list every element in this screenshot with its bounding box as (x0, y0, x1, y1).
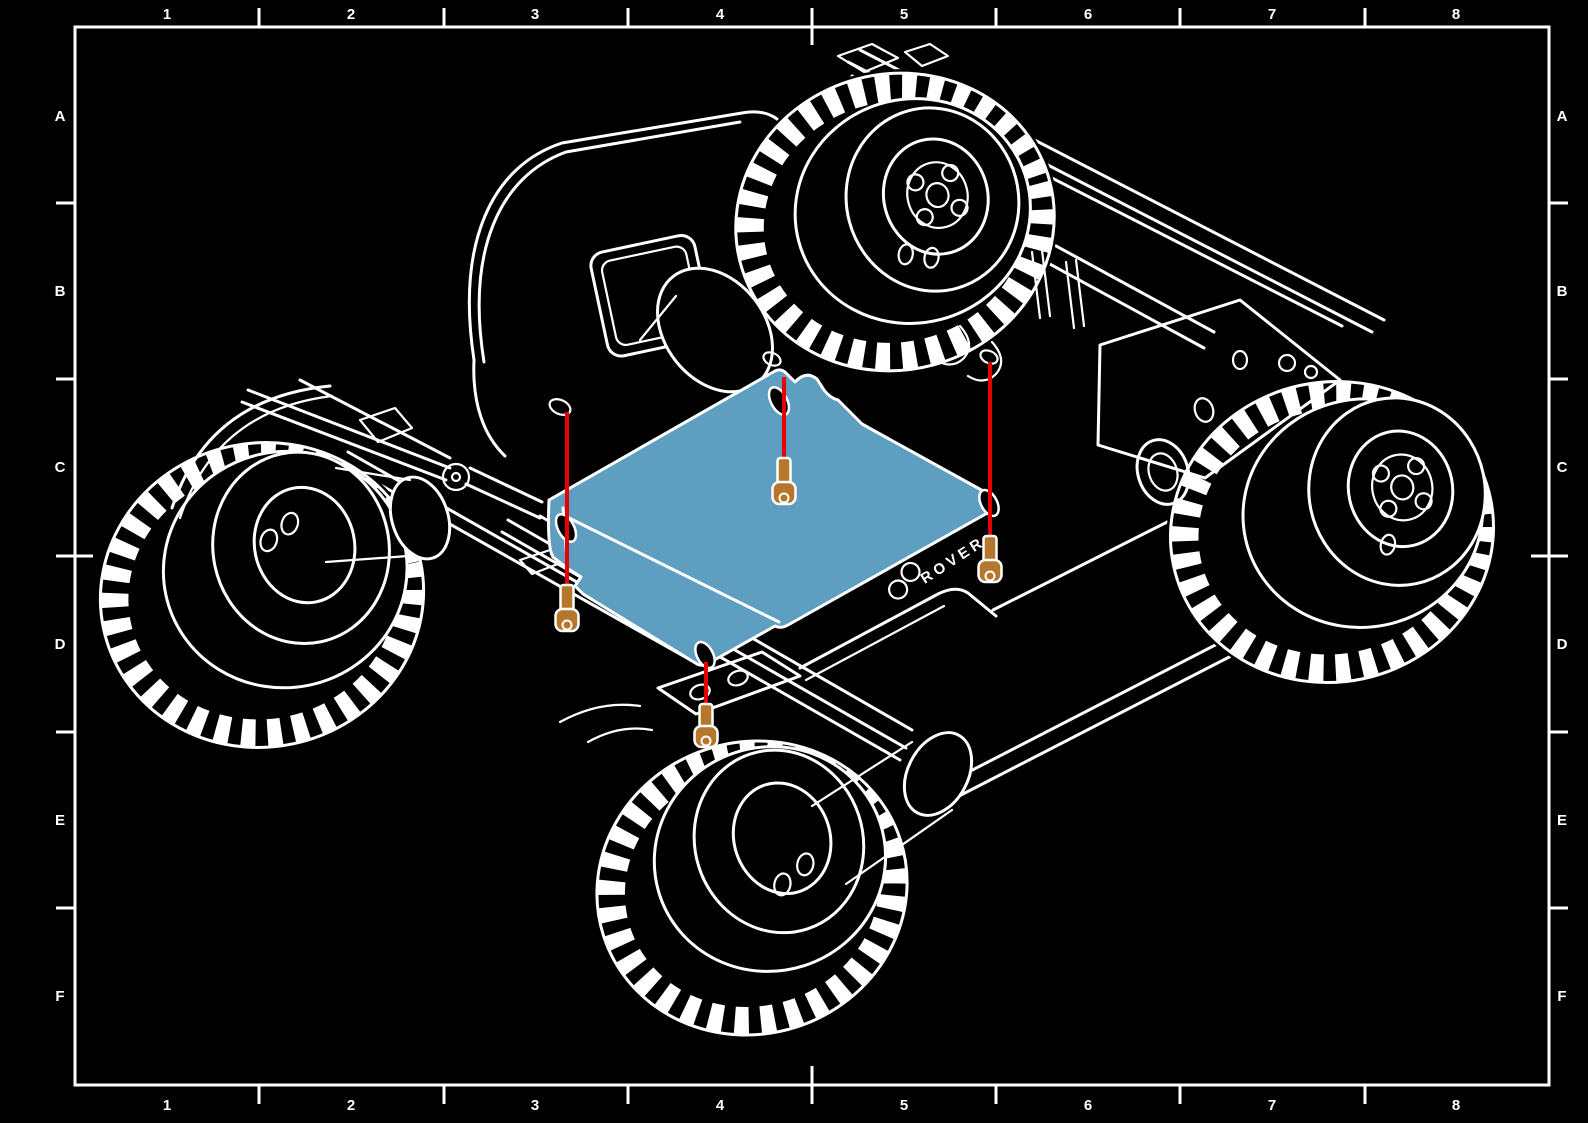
col-label: 2 (347, 1097, 355, 1114)
row-label: F (55, 988, 64, 1005)
row-label: B (55, 283, 66, 300)
motor-pod-top (638, 266, 774, 394)
hub-bowl (731, 781, 833, 896)
row-label: D (1557, 636, 1568, 653)
col-label: 7 (1268, 6, 1276, 23)
row-label: C (1557, 459, 1568, 476)
col-label: 1 (163, 6, 171, 23)
logo-ring-icon (900, 561, 921, 583)
screw (977, 534, 1003, 584)
row-label: E (55, 812, 65, 829)
hub (906, 161, 969, 229)
row-label: C (55, 459, 66, 476)
chassis-screw-holes (548, 349, 999, 416)
border-ticks-right (1531, 201, 1568, 910)
column-labels-bottom: 1 2 3 4 5 6 7 8 (163, 1097, 1460, 1114)
row-label: D (55, 636, 66, 653)
motor-pod-bottom (810, 731, 974, 886)
col-label: 5 (900, 6, 908, 23)
col-label: 8 (1452, 1097, 1460, 1114)
col-label: 6 (1084, 6, 1092, 23)
left-rail (240, 378, 544, 520)
mid-chassis-plate (798, 587, 998, 682)
left-fender (170, 384, 334, 520)
bottom-bracket (558, 650, 802, 744)
plate-edge (565, 515, 781, 624)
chassis-foreground-details (170, 248, 1342, 886)
col-label: 3 (531, 1097, 539, 1114)
col-label: 7 (1268, 1097, 1276, 1114)
col-label: 1 (163, 1097, 171, 1114)
border-ticks-top (257, 8, 1367, 45)
row-labels-left: A B C D E F (55, 108, 66, 1005)
standoffs (934, 248, 1086, 382)
row-label: F (1557, 988, 1566, 1005)
screws (554, 456, 1003, 749)
hub-bowl (1346, 429, 1455, 549)
rear-plate (1096, 298, 1342, 506)
col-label: 3 (531, 6, 539, 23)
rail-block (836, 42, 900, 74)
wheel-front-left (96, 438, 428, 752)
col-label: 4 (716, 6, 725, 23)
col-label: 5 (900, 1097, 908, 1114)
wheel-front-right (592, 737, 912, 1039)
column-labels-top: 1 2 3 4 5 6 7 8 (163, 6, 1460, 23)
wheel-rear-left (731, 69, 1059, 375)
row-labels-right: A B C D E F (1557, 108, 1568, 1005)
row-label: E (1557, 812, 1567, 829)
logo-ring-icon (887, 579, 909, 600)
screw-guide-lines (565, 362, 992, 704)
screw (693, 702, 719, 749)
motor-pod-left (324, 466, 452, 564)
row-label: A (1557, 108, 1568, 125)
drawing-border: 1 2 3 4 5 6 7 8 1 2 3 4 5 6 7 8 A B C D … (55, 6, 1568, 1114)
border-ticks-bottom (257, 1066, 1367, 1104)
rail-block (903, 42, 950, 68)
col-label: 2 (347, 6, 355, 23)
hub-bowl (252, 485, 357, 605)
border-ticks-left (56, 201, 93, 910)
row-label: A (55, 108, 66, 125)
tire-tread (596, 741, 908, 1035)
col-label: 4 (716, 1097, 725, 1114)
col-label: 8 (1452, 6, 1460, 23)
row-label: B (1557, 283, 1568, 300)
screw (554, 583, 580, 633)
cable (966, 340, 1003, 382)
highlighted-cover-plate (547, 368, 1000, 670)
wheel-rear-right (1166, 377, 1498, 687)
col-label: 6 (1084, 1097, 1092, 1114)
screw (771, 456, 797, 506)
plate-hole (694, 640, 716, 670)
hub-bowl (881, 137, 990, 256)
cable (934, 324, 971, 366)
hub (1371, 453, 1434, 522)
plate-silhouette (547, 368, 998, 667)
